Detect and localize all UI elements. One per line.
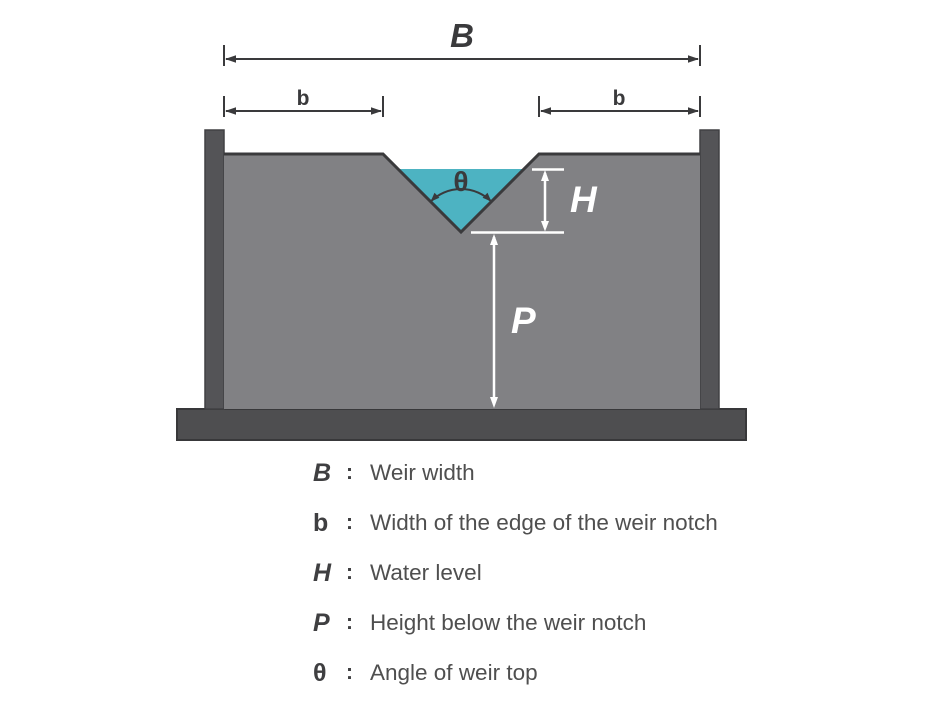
right-post bbox=[699, 129, 720, 410]
left-post bbox=[204, 129, 225, 410]
legend-row-b: b : Width of the edge of the weir notch bbox=[313, 498, 718, 548]
dimension-b-left-arrow1 bbox=[225, 107, 236, 115]
water bbox=[398, 169, 524, 232]
notch-outline bbox=[224, 152, 700, 235]
label-B: B bbox=[450, 17, 474, 54]
legend-desc-B: Weir width bbox=[370, 460, 475, 485]
legend-row-theta: θ : Angle of weir top bbox=[313, 648, 718, 698]
dimension-P-up-arrow bbox=[490, 234, 498, 245]
legend-desc-b: Width of the edge of the weir notch bbox=[370, 510, 718, 535]
label-P: P bbox=[511, 300, 536, 341]
dimension-b-right-arrow1 bbox=[540, 107, 551, 115]
weir-diagram: B b b θ bbox=[176, 17, 747, 441]
dimension-P-down-arrow bbox=[490, 397, 498, 408]
dimension-b-right-arrow2 bbox=[688, 107, 699, 115]
legend-desc-H: Water level bbox=[370, 560, 482, 585]
theta-arc-left-arrow bbox=[430, 192, 440, 202]
base-plate bbox=[176, 408, 747, 441]
legend-colon: : bbox=[346, 661, 353, 684]
dimension-B-left-arrow bbox=[225, 55, 236, 63]
legend: B : Weir width b : Width of the edge of … bbox=[313, 448, 718, 698]
legend-colon: : bbox=[346, 611, 353, 634]
legend-row-P: P : Height below the weir notch bbox=[313, 598, 718, 648]
dimension-H-down-arrow bbox=[541, 221, 549, 232]
dimension-H: H bbox=[532, 168, 598, 232]
theta-arc-right-arrow bbox=[482, 192, 492, 202]
legend-colon: : bbox=[346, 511, 353, 534]
legend-symbol-B: B bbox=[313, 458, 332, 487]
legend-colon: : bbox=[346, 561, 353, 584]
legend-row-B: B : Weir width bbox=[313, 448, 718, 498]
dimension-b-left-arrow2 bbox=[371, 107, 382, 115]
legend-row-H: H : Water level bbox=[313, 548, 718, 598]
theta-annotation: θ bbox=[429, 166, 493, 203]
legend-colon: : bbox=[346, 461, 353, 484]
dimension-P: P bbox=[471, 231, 564, 408]
dimension-b-right: b bbox=[538, 87, 701, 117]
legend-symbol-P: P bbox=[313, 608, 330, 637]
weir-body bbox=[224, 154, 700, 409]
dimension-B: B bbox=[223, 17, 701, 66]
dimension-b-left: b bbox=[223, 87, 384, 117]
dimension-B-right-arrow bbox=[688, 55, 699, 63]
legend-symbol-H: H bbox=[313, 558, 332, 587]
label-H: H bbox=[570, 179, 598, 220]
legend-desc-theta: Angle of weir top bbox=[370, 660, 538, 685]
label-theta: θ bbox=[453, 166, 468, 197]
legend-symbol-theta: θ bbox=[313, 658, 327, 687]
label-b-right: b bbox=[613, 87, 626, 110]
dimension-H-up-arrow bbox=[541, 170, 549, 181]
legend-symbol-b: b bbox=[313, 508, 329, 537]
legend-desc-P: Height below the weir notch bbox=[370, 610, 647, 635]
label-b-left: b bbox=[297, 87, 310, 110]
